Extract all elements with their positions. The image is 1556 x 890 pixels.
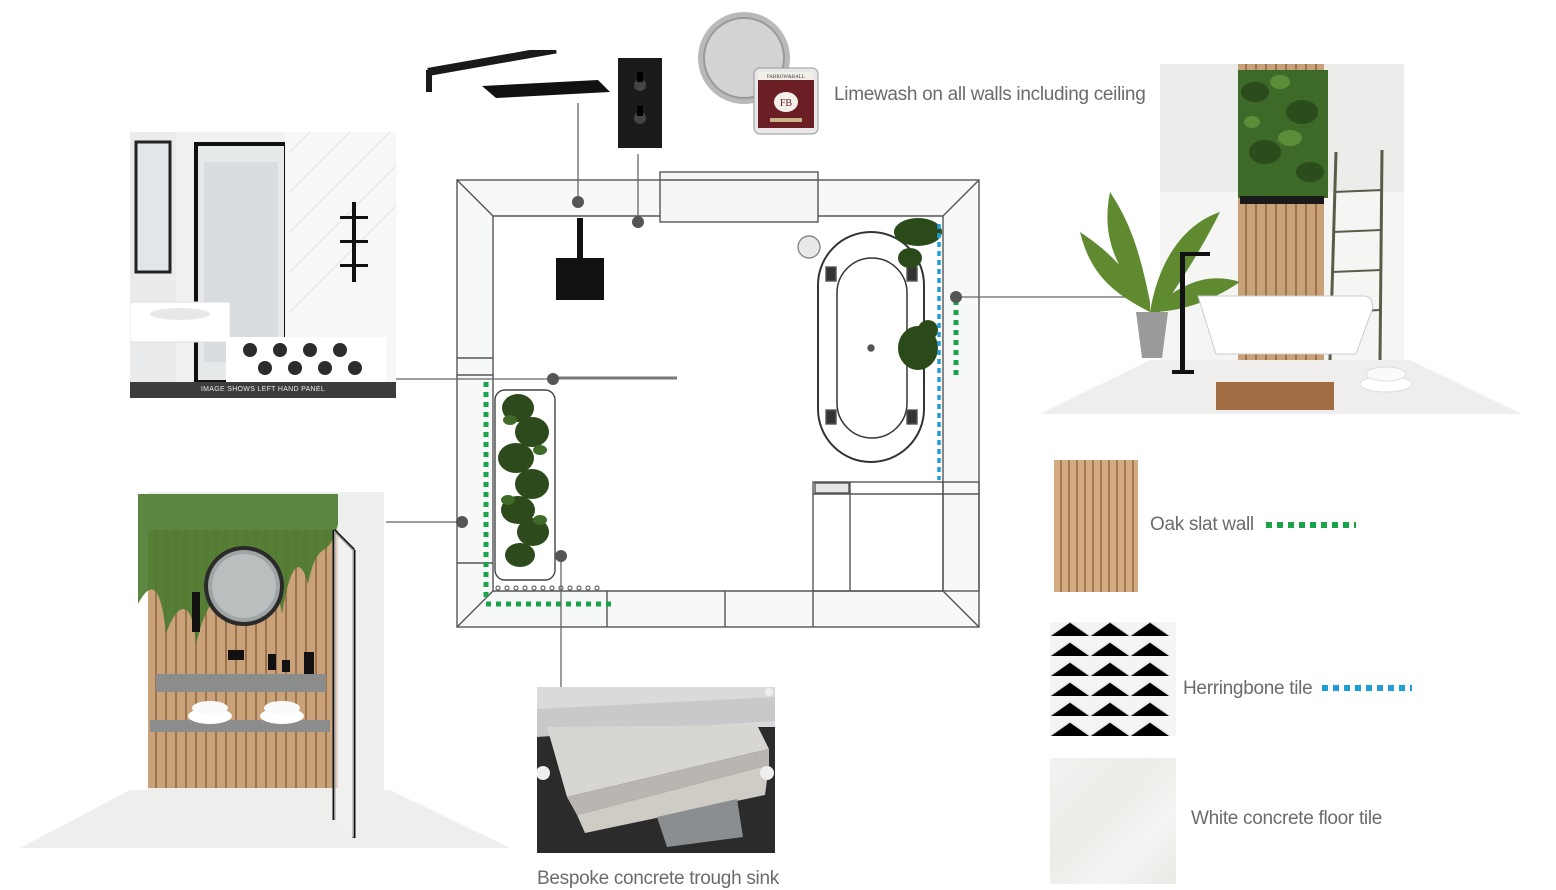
paint-logo: FB bbox=[780, 98, 793, 109]
bath-render-photo bbox=[1040, 62, 1522, 416]
trough-sink-label: Bespoke concrete trough sink bbox=[537, 868, 779, 889]
concrete-floor-swatch bbox=[1050, 758, 1176, 884]
limewash-label: Limewash on all walls including ceiling bbox=[834, 84, 1146, 105]
vanity-render-photo bbox=[20, 490, 510, 850]
rain-shower-head bbox=[482, 80, 610, 98]
photo-caption: IMAGE SHOWS LEFT HAND PANEL bbox=[130, 382, 396, 398]
oak-slat-label: Oak slat wall bbox=[1150, 514, 1254, 535]
herringbone-legend-line bbox=[1322, 685, 1412, 691]
floor-plan bbox=[456, 171, 980, 628]
herringbone-label: Herringbone tile bbox=[1183, 678, 1313, 699]
trough-sink-photo bbox=[537, 687, 775, 853]
bath-plants bbox=[894, 218, 942, 370]
paint-brand: FARROW&BALL bbox=[767, 75, 805, 80]
herringbone-swatch bbox=[1049, 621, 1176, 737]
concrete-floor-label: White concrete floor tile bbox=[1191, 808, 1383, 829]
shower-arm bbox=[427, 50, 557, 76]
shower-fittings bbox=[426, 50, 662, 148]
paint-tin: FARROW&BALL FB bbox=[698, 12, 819, 135]
oak-slat-legend-line bbox=[1266, 522, 1356, 528]
oak-slat-swatch bbox=[1054, 460, 1138, 592]
shower-head-plan bbox=[556, 258, 604, 300]
shower-room-photo: IMAGE SHOWS LEFT HAND PANEL bbox=[130, 132, 396, 398]
